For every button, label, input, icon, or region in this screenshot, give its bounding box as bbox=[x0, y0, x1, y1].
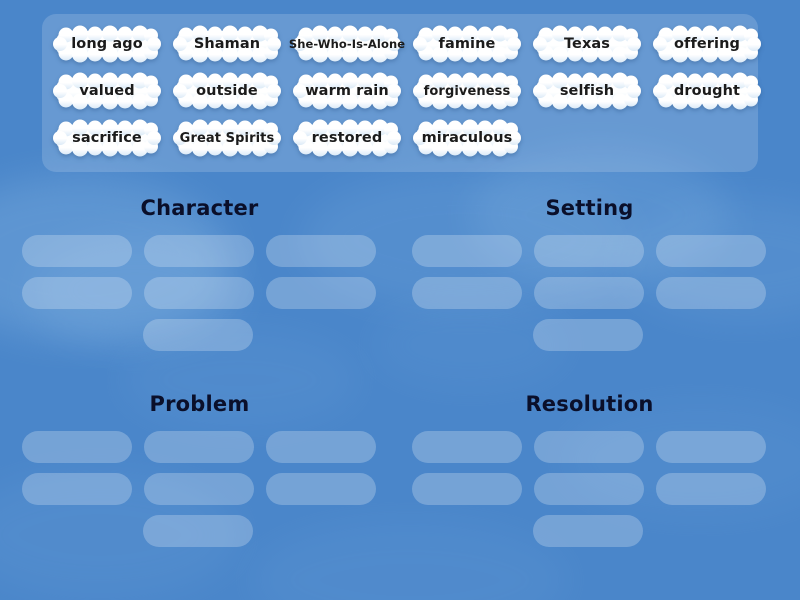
word-tile-label: valued bbox=[79, 83, 135, 99]
word-tile-label: Texas bbox=[563, 36, 611, 52]
drop-slot[interactable] bbox=[534, 235, 644, 267]
word-tile[interactable]: famine bbox=[412, 24, 522, 64]
word-tile-label: miraculous bbox=[421, 130, 513, 146]
drop-slot[interactable] bbox=[533, 515, 643, 547]
drop-slot[interactable] bbox=[656, 235, 766, 267]
drop-slot[interactable] bbox=[22, 277, 132, 309]
word-tile[interactable]: Texas bbox=[532, 24, 642, 64]
drop-slot[interactable] bbox=[266, 431, 376, 463]
word-tile[interactable]: valued bbox=[52, 71, 162, 111]
drop-slot[interactable] bbox=[144, 473, 254, 505]
word-tile[interactable]: selfish bbox=[532, 71, 642, 111]
drop-slot[interactable] bbox=[22, 473, 132, 505]
drop-slot[interactable] bbox=[144, 431, 254, 463]
word-tile-label: Great Spirits bbox=[179, 130, 275, 146]
word-tile-label: selfish bbox=[559, 83, 615, 99]
word-tile-label: sacrifice bbox=[72, 130, 142, 146]
drop-slot[interactable] bbox=[534, 277, 644, 309]
category-title: Character bbox=[140, 196, 259, 220]
category-group-character: Character bbox=[22, 196, 377, 351]
tile-row: sacrifice Great Spirits restored miraculous bbox=[52, 118, 748, 158]
drop-slot[interactable] bbox=[533, 319, 643, 351]
word-tile-label: long ago bbox=[71, 36, 143, 52]
word-tile-label: restored bbox=[311, 130, 383, 146]
drop-slot[interactable] bbox=[266, 473, 376, 505]
drop-slot[interactable] bbox=[412, 235, 522, 267]
category-title: Problem bbox=[149, 392, 250, 416]
category-group-resolution: Resolution bbox=[412, 392, 767, 547]
word-tile[interactable]: drought bbox=[652, 71, 762, 111]
word-tile[interactable]: restored bbox=[292, 118, 402, 158]
drop-slot[interactable] bbox=[144, 235, 254, 267]
word-tile[interactable]: outside bbox=[172, 71, 282, 111]
drop-slot-list bbox=[412, 235, 767, 351]
drop-slot-list bbox=[412, 431, 767, 547]
category-group-problem: Problem bbox=[22, 392, 377, 547]
category-title: Resolution bbox=[525, 392, 654, 416]
tile-row: long ago Shaman She-Who-Is-Alone famine Texa… bbox=[52, 24, 761, 64]
drop-slot[interactable] bbox=[22, 431, 132, 463]
word-tile-label: warm rain bbox=[305, 83, 389, 99]
word-tile-label: outside bbox=[196, 83, 258, 99]
word-tile[interactable]: sacrifice bbox=[52, 118, 162, 158]
drop-slot[interactable] bbox=[656, 473, 766, 505]
drop-slot[interactable] bbox=[144, 277, 254, 309]
drop-slot[interactable] bbox=[656, 277, 766, 309]
word-tile-bank: long ago Shaman She-Who-Is-Alone famine Texa… bbox=[42, 14, 761, 172]
word-tile[interactable]: Great Spirits bbox=[172, 118, 282, 158]
word-tile-label: She-Who-Is-Alone bbox=[288, 37, 406, 51]
tile-row: valued outside warm rain forgiveness selfish… bbox=[52, 71, 761, 111]
drop-slot[interactable] bbox=[143, 515, 253, 547]
drop-slot[interactable] bbox=[534, 473, 644, 505]
word-tile[interactable]: She-Who-Is-Alone bbox=[289, 24, 405, 64]
drop-slot-list bbox=[22, 431, 377, 547]
word-tile[interactable]: long ago bbox=[52, 24, 162, 64]
word-tile-label: forgiveness bbox=[423, 83, 511, 99]
word-tile[interactable]: Shaman bbox=[172, 24, 282, 64]
drop-slot[interactable] bbox=[412, 277, 522, 309]
word-tile[interactable]: offering bbox=[652, 24, 762, 64]
word-tile-label: offering bbox=[673, 36, 741, 52]
word-tile[interactable]: warm rain bbox=[292, 71, 402, 111]
word-tile[interactable]: forgiveness bbox=[412, 71, 522, 111]
drop-slot[interactable] bbox=[412, 473, 522, 505]
word-tile[interactable]: miraculous bbox=[412, 118, 522, 158]
drop-slot[interactable] bbox=[266, 235, 376, 267]
category-group-setting: Setting bbox=[412, 196, 767, 351]
drop-slot-list bbox=[22, 235, 377, 351]
drop-slot[interactable] bbox=[22, 235, 132, 267]
drop-slot[interactable] bbox=[143, 319, 253, 351]
drop-slot[interactable] bbox=[534, 431, 644, 463]
drop-slot[interactable] bbox=[656, 431, 766, 463]
word-tile-label: famine bbox=[438, 36, 496, 52]
drop-slot[interactable] bbox=[266, 277, 376, 309]
word-tile-label: drought bbox=[673, 83, 741, 99]
category-title: Setting bbox=[545, 196, 634, 220]
drop-slot[interactable] bbox=[412, 431, 522, 463]
word-tile-label: Shaman bbox=[193, 36, 261, 52]
